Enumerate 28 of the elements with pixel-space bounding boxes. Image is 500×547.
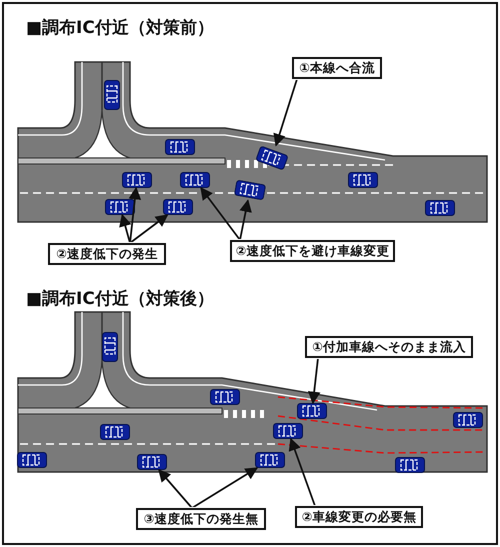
car-icon <box>137 454 167 470</box>
leader-arrow <box>239 199 252 240</box>
callout-box: ①付加車線へそのまま流入 <box>305 336 473 358</box>
car-icon <box>105 199 135 215</box>
leader-arrow <box>119 214 132 244</box>
leader-arrow <box>128 186 142 244</box>
section-heading: ■調布IC付近（対策前） <box>26 17 214 39</box>
leader-arrow <box>273 78 298 147</box>
car-icon <box>273 423 303 439</box>
leader-arrow <box>288 438 316 506</box>
callout-box: ②速度低下の発生 <box>48 243 166 265</box>
leader-arrow <box>200 187 241 241</box>
leader-arrow <box>129 214 168 244</box>
leader-arrow <box>158 469 193 509</box>
leader-arrow <box>192 467 258 509</box>
callout-box: ②速度低下を避け車線変更 <box>230 240 395 262</box>
callout-box: ②車線変更の必要無 <box>295 506 423 528</box>
car-icon <box>255 145 289 171</box>
car-icon <box>234 180 266 200</box>
car-icon <box>163 199 193 215</box>
car-icon <box>255 452 285 468</box>
section-heading: ■調布IC付近（対策後） <box>26 288 214 310</box>
car-icon <box>122 172 152 188</box>
car-icon <box>297 403 327 419</box>
callout-box: ①本線へ合流 <box>292 57 382 79</box>
callout-box: ③速度低下の発生無 <box>136 508 266 530</box>
car-icon <box>180 172 210 188</box>
leader-arrow <box>308 358 320 404</box>
